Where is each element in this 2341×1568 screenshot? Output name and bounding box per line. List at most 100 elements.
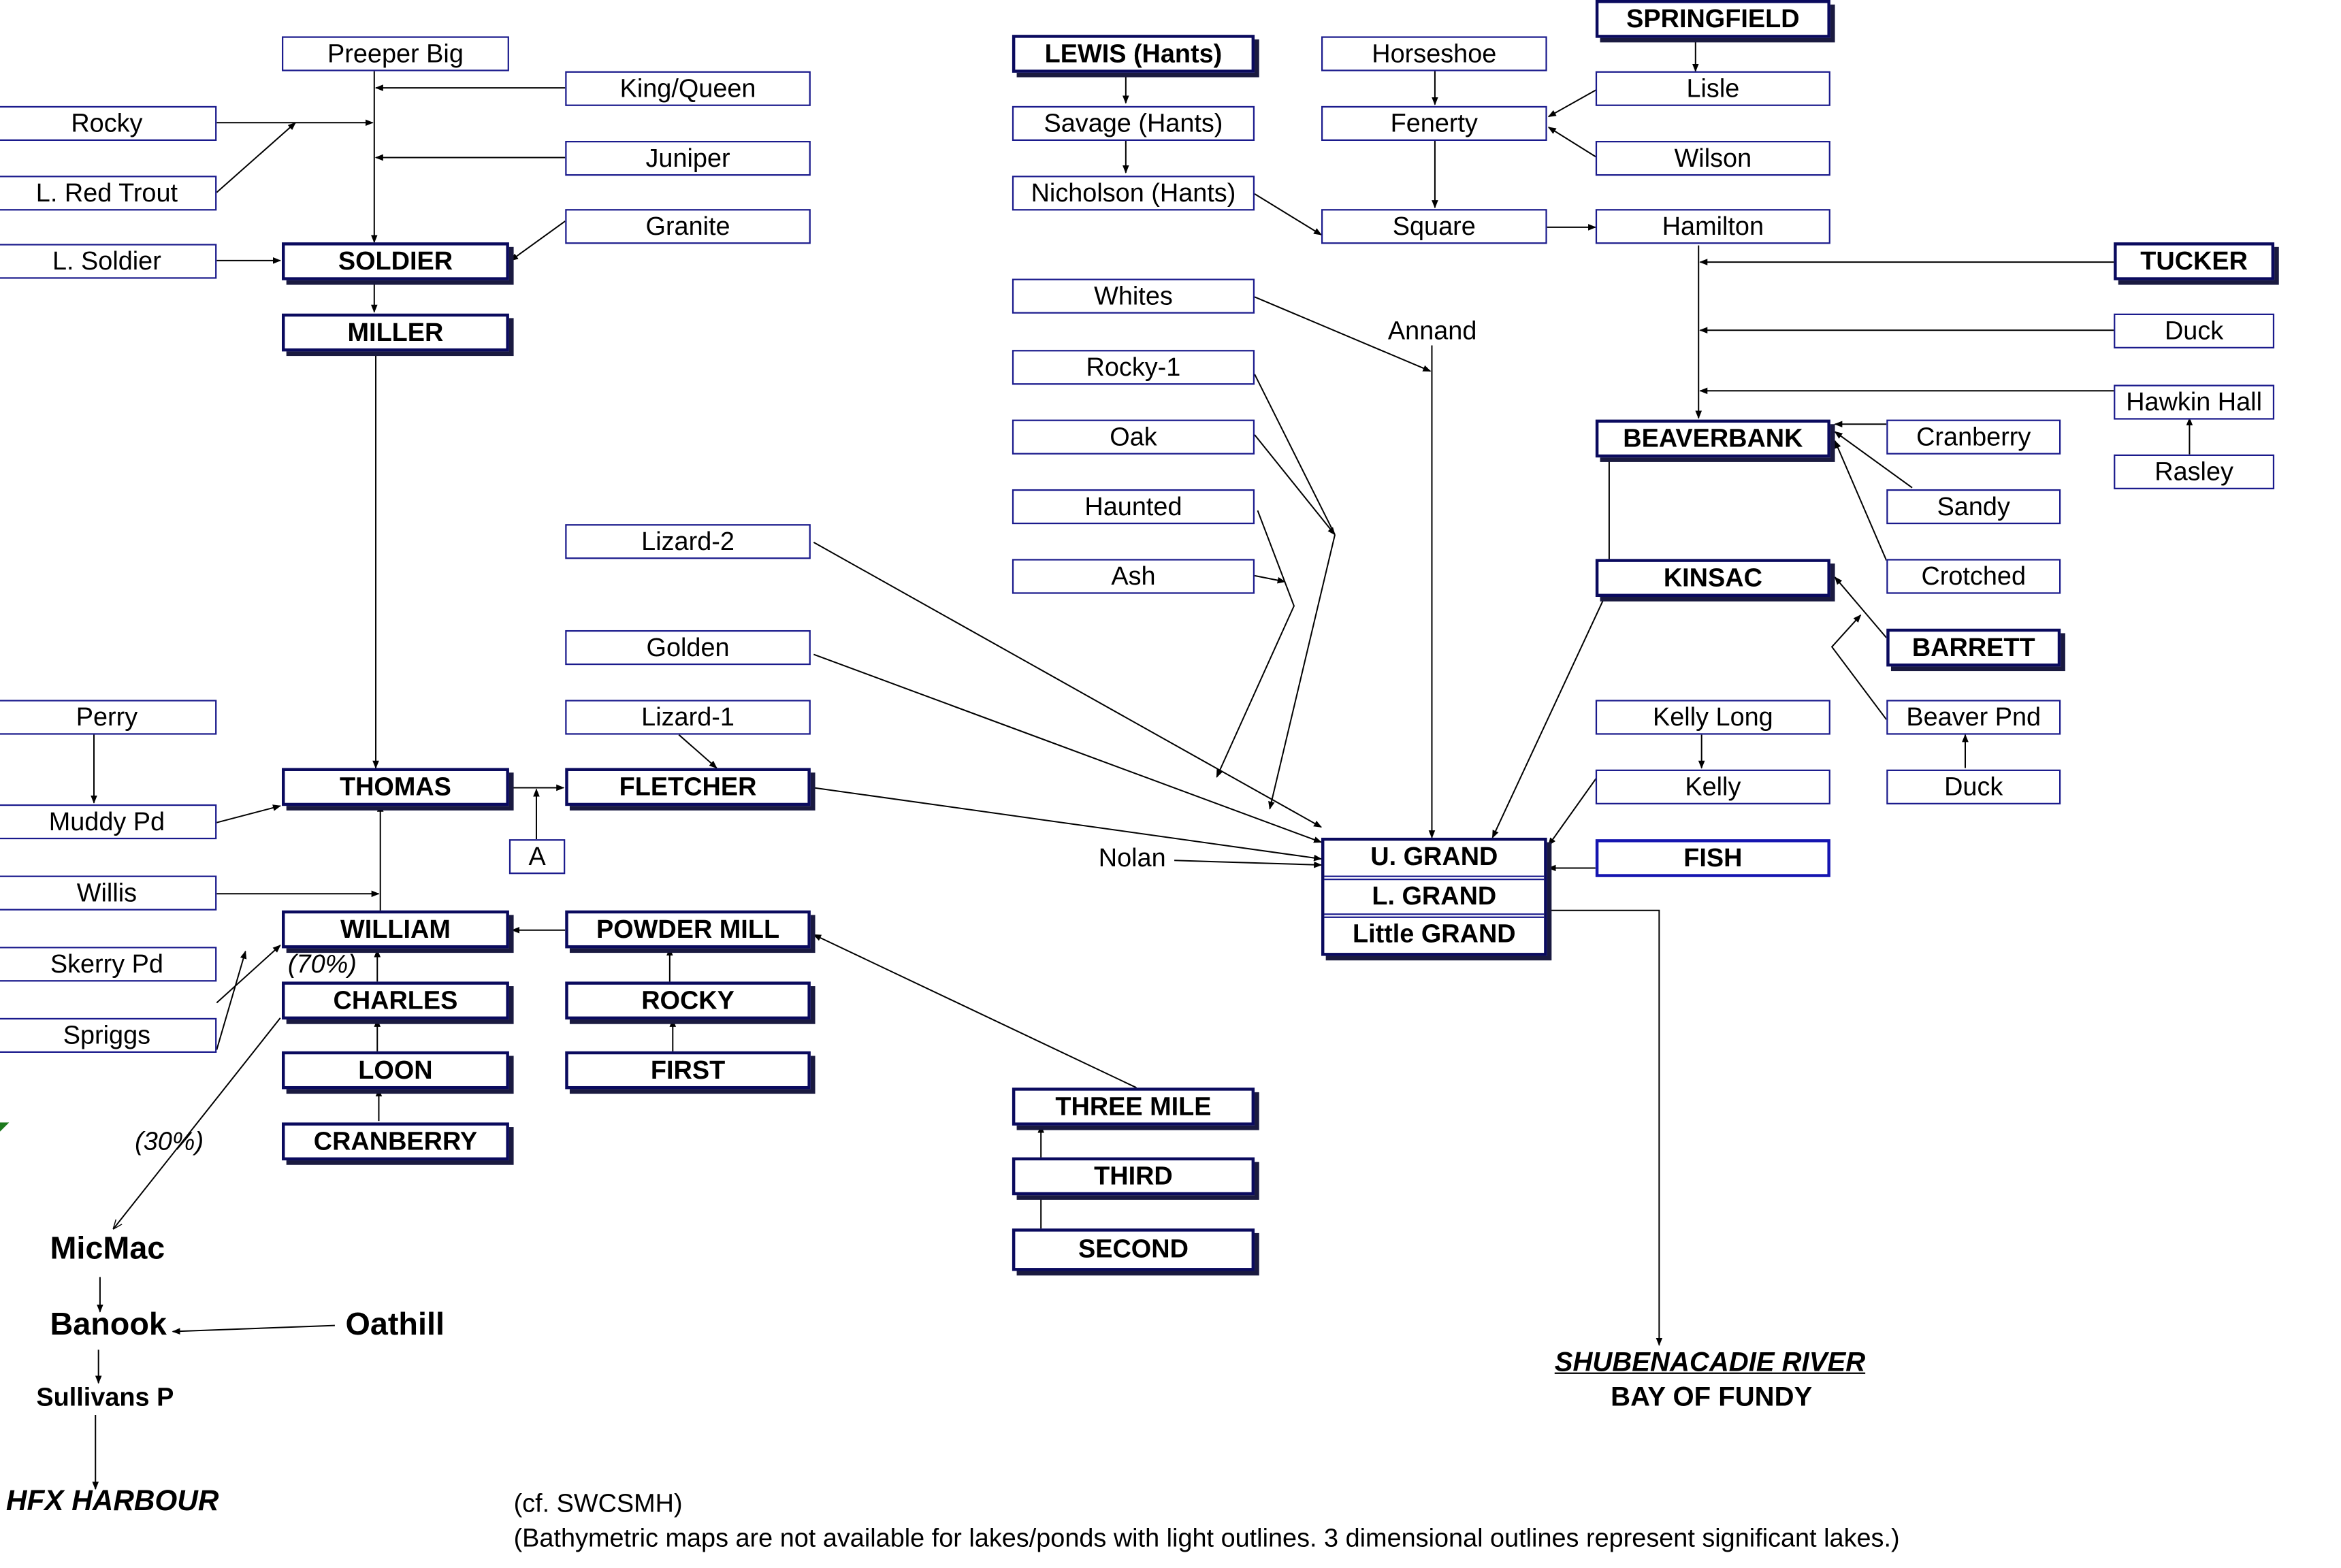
lake-horseshoe: Horseshoe <box>1321 36 1547 71</box>
connector-fletcher-ugrand <box>813 787 1323 862</box>
lake-william: WILLIAM <box>282 910 509 949</box>
connector-nolan-ugrand <box>1174 860 1323 868</box>
lake-rocky: Rocky <box>0 105 217 142</box>
lake-sullivans-p: Sullivans P <box>36 1383 174 1412</box>
lake-little-grand: Little GRAND <box>1324 913 1545 952</box>
lake-duck-upper: Duck <box>2114 313 2275 348</box>
lake-golden: Golden <box>565 630 811 666</box>
connector-spriggs <box>216 950 247 1050</box>
lake-tucker: TUCKER <box>2114 242 2275 280</box>
lake-lizard-1: Lizard-1 <box>565 700 811 735</box>
connector-barrett-kinsac <box>1834 576 1888 638</box>
lake-oak: Oak <box>1012 419 1255 455</box>
connector-lisle-fenerty <box>1547 88 1598 118</box>
connector-haunted-ugrand <box>1216 510 1295 778</box>
connector-kinsac-ugrand <box>1491 593 1607 839</box>
split-30-percent-label: (30%) <box>135 1127 204 1156</box>
lake-sandy: Sandy <box>1886 489 2061 525</box>
lake-nolan: Nolan <box>1098 843 1166 873</box>
lake-thomas: THOMAS <box>282 768 509 806</box>
lake-charles: CHARLES <box>282 981 509 1020</box>
lake-duck-lower: Duck <box>1886 769 2061 804</box>
lake-barrett: BARRETT <box>1886 628 2061 667</box>
connector-skerry <box>216 945 281 1004</box>
green-marker-icon <box>0 1122 10 1132</box>
lake-rasley: Rasley <box>2114 454 2275 489</box>
lake-fish: FISH <box>1595 839 1830 877</box>
connector-l-red-trout <box>216 122 296 193</box>
lake-micmac: MicMac <box>50 1231 165 1267</box>
lake-lisle: Lisle <box>1595 71 1830 106</box>
reference-note: (cf. SWCSMH) <box>513 1489 683 1518</box>
lake-wilson: Wilson <box>1595 141 1830 176</box>
grand-lakes-group: U. GRAND L. GRAND Little GRAND <box>1321 837 1547 956</box>
lake-ash: Ash <box>1012 559 1255 594</box>
connector-rocky1-oak <box>1254 374 1336 536</box>
lake-miller: MILLER <box>282 313 509 352</box>
connector-grand-shubenacadie <box>1547 909 1663 1346</box>
lake-cranberry-major: CRANBERRY <box>282 1122 509 1161</box>
lake-soldier: SOLDIER <box>282 242 509 280</box>
lake-loon: LOON <box>282 1051 509 1090</box>
connector-crotched-beaverbank <box>1834 440 1888 561</box>
lake-u-grand: U. GRAND <box>1370 843 1498 872</box>
connector-sandy-beaverbank <box>1834 431 1913 489</box>
lake-oathill: Oathill <box>345 1307 445 1343</box>
lake-king-queen: King/Queen <box>565 71 811 106</box>
connector-whites-annand <box>1254 296 1432 372</box>
lake-perry: Perry <box>0 700 217 735</box>
lake-second: SECOND <box>1012 1228 1255 1271</box>
lake-square: Square <box>1321 209 1547 244</box>
lake-lizard-2: Lizard-2 <box>565 524 811 559</box>
connector-golden-ugrand <box>813 653 1323 843</box>
lake-a: A <box>508 839 566 875</box>
lake-skerry-pd: Skerry Pd <box>0 947 217 982</box>
lake-muddy-pd: Muddy Pd <box>0 804 217 840</box>
lake-l-grand: L. GRAND <box>1324 875 1545 913</box>
legend-note: (Bathymetric maps are not available for … <box>513 1524 1900 1553</box>
connector-beaverpnd-kinsac <box>1830 614 1888 720</box>
lake-rocky-1: Rocky-1 <box>1012 350 1255 385</box>
lake-whites: Whites <box>1012 278 1255 314</box>
lake-lewis-hants: LEWIS (Hants) <box>1012 35 1255 73</box>
lake-nicholson-hants: Nicholson (Hants) <box>1012 176 1255 211</box>
lake-annand: Annand <box>1387 316 1477 346</box>
lake-third: THIRD <box>1012 1157 1255 1196</box>
lake-kelly-long: Kelly Long <box>1595 700 1830 735</box>
lake-first: FIRST <box>565 1051 811 1090</box>
connector-wilson-fenerty <box>1547 127 1598 159</box>
outlet-hfx-harbour: HFX HARBOUR <box>5 1486 219 1518</box>
lake-banook: Banook <box>50 1307 167 1343</box>
lake-juniper: Juniper <box>565 141 811 176</box>
lake-three-mile: THREE MILE <box>1012 1088 1255 1126</box>
lake-savage-hants: Savage (Hants) <box>1012 105 1255 142</box>
lake-granite: Granite <box>565 209 811 244</box>
connector-granite <box>510 220 566 261</box>
lake-powder-mill: POWDER MILL <box>565 910 811 949</box>
lake-l-soldier: L. Soldier <box>0 244 217 279</box>
connector-kelly-ugrand <box>1548 777 1598 847</box>
lake-beaverbank: BEAVERBANK <box>1595 419 1830 458</box>
connector-muddy-thomas <box>216 804 281 823</box>
lake-crotched: Crotched <box>1886 559 2061 594</box>
lake-l-red-trout: L. Red Trout <box>0 176 217 211</box>
outlet-shubenacadie-river: SHUBENACADIE RIVER <box>1554 1346 1866 1377</box>
connector-lizard1-fletcher <box>678 734 717 769</box>
connector-oak-junction-ugrand <box>1268 534 1336 810</box>
connector-oathill-banook <box>172 1324 335 1335</box>
connector-threemile-powdermill <box>813 934 1137 1089</box>
connector-lizard2-ugrand <box>813 541 1323 828</box>
lake-willis: Willis <box>0 875 217 911</box>
lake-fletcher: FLETCHER <box>565 768 811 806</box>
lake-preeper-big: Preeper Big <box>282 36 509 71</box>
connector-ash <box>1254 574 1286 584</box>
lake-cranberry: Cranberry <box>1886 419 2061 455</box>
connector-nicholson-square <box>1254 193 1323 235</box>
lake-rocky-major: ROCKY <box>565 981 811 1020</box>
lake-hamilton: Hamilton <box>1595 209 1830 244</box>
lake-fenerty: Fenerty <box>1321 105 1547 142</box>
outlet-bay-of-fundy: BAY OF FUNDY <box>1611 1382 1813 1412</box>
lake-hawkin-hall: Hawkin Hall <box>2114 385 2275 420</box>
